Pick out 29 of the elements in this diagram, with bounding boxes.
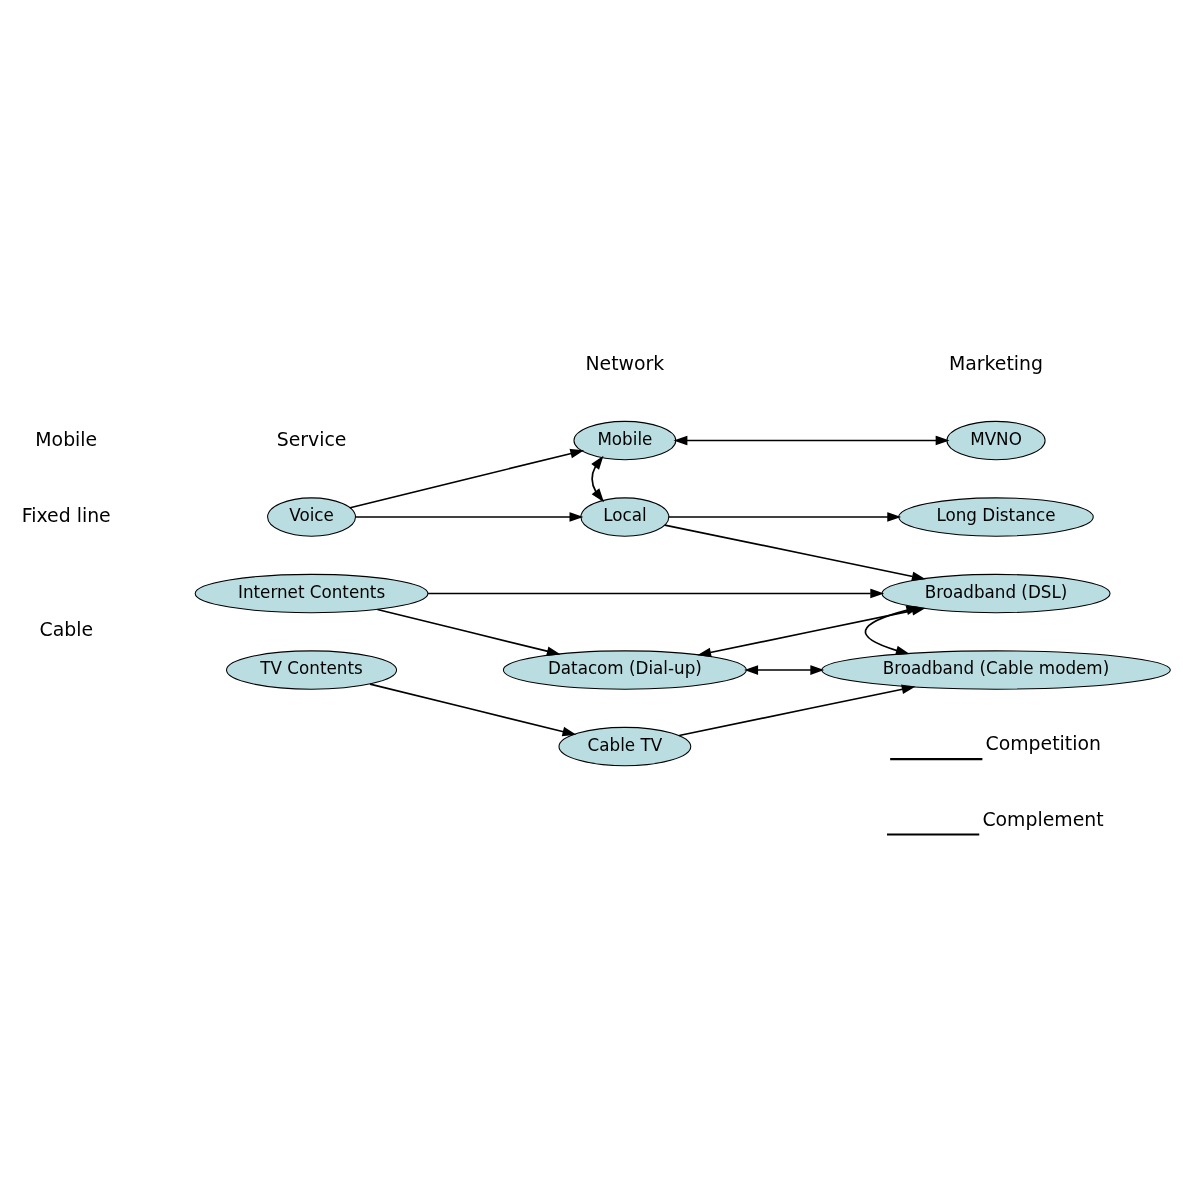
node-ellipse: MVNO (946, 420, 1046, 461)
arrow (354, 512, 584, 522)
node-ellipse: Datacom (Dial-up) (502, 650, 747, 690)
legend-label: Complement (982, 807, 1104, 830)
label: Marketing (949, 351, 1044, 374)
arrow (591, 455, 605, 503)
arrow (663, 524, 926, 582)
node-ellipse: Mobile (573, 420, 677, 461)
arrow (864, 605, 921, 656)
label: Fixed line (21, 503, 111, 526)
node-ellipse: Local (580, 497, 670, 537)
arrow (673, 435, 950, 446)
arrow (678, 684, 916, 737)
legend-label: Competition (985, 732, 1101, 755)
arrow (427, 588, 885, 599)
node-ellipse: Internet Contents (194, 573, 429, 614)
arrow (376, 608, 561, 656)
label: Cable (39, 617, 94, 640)
arrow (349, 448, 585, 509)
label: Service (276, 428, 347, 451)
node-ellipse: Broadband (Cable modem) (821, 650, 1171, 690)
label: Network (585, 351, 665, 374)
label: Mobile (35, 428, 98, 451)
arrow (369, 683, 577, 737)
arrow (667, 512, 902, 522)
node-ellipse: Voice (267, 497, 357, 537)
arrow (744, 665, 825, 675)
node-ellipse: TV Contents (226, 650, 398, 690)
node-ellipse: Long Distance (898, 497, 1094, 537)
